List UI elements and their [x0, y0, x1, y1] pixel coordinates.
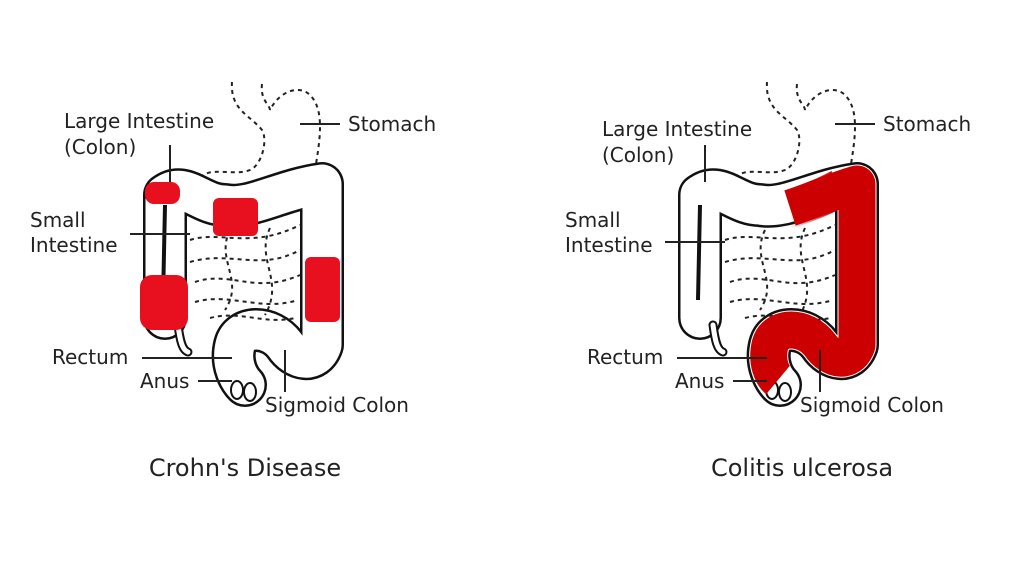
- label-anus: Anus: [675, 369, 724, 393]
- panel-crohns: Large Intestine (Colon) Small Intestine …: [30, 82, 436, 482]
- label-intestine: Intestine: [565, 233, 653, 257]
- inflammation-fade: [774, 171, 849, 231]
- patch-cecum-top: [145, 182, 180, 204]
- label-small: Small: [565, 208, 621, 232]
- patch-descending: [305, 257, 340, 322]
- label-sigmoid-colon: Sigmoid Colon: [265, 393, 409, 417]
- label-colon: (Colon): [64, 135, 136, 159]
- label-colon: (Colon): [602, 143, 674, 167]
- label-rectum: Rectum: [52, 345, 128, 369]
- label-sigmoid-colon: Sigmoid Colon: [800, 393, 944, 417]
- inflammation-patches: [140, 182, 340, 330]
- labels: [130, 123, 340, 392]
- label-intestine: Intestine: [30, 233, 118, 257]
- label-stomach: Stomach: [883, 112, 971, 136]
- labels: [665, 123, 875, 392]
- label-rectum: Rectum: [587, 345, 663, 369]
- label-stomach: Stomach: [348, 112, 436, 136]
- caption-crohns: Crohn's Disease: [149, 454, 341, 482]
- panel-colitis: Large Intestine (Colon) Small Intestine …: [565, 82, 971, 482]
- caption-colitis: Colitis ulcerosa: [711, 454, 893, 482]
- label-anus: Anus: [140, 369, 189, 393]
- label-large-intestine: Large Intestine: [602, 117, 752, 141]
- label-large-intestine: Large Intestine: [64, 109, 214, 133]
- patch-ascending: [140, 275, 188, 330]
- label-small: Small: [30, 208, 86, 232]
- patch-transverse: [213, 198, 258, 236]
